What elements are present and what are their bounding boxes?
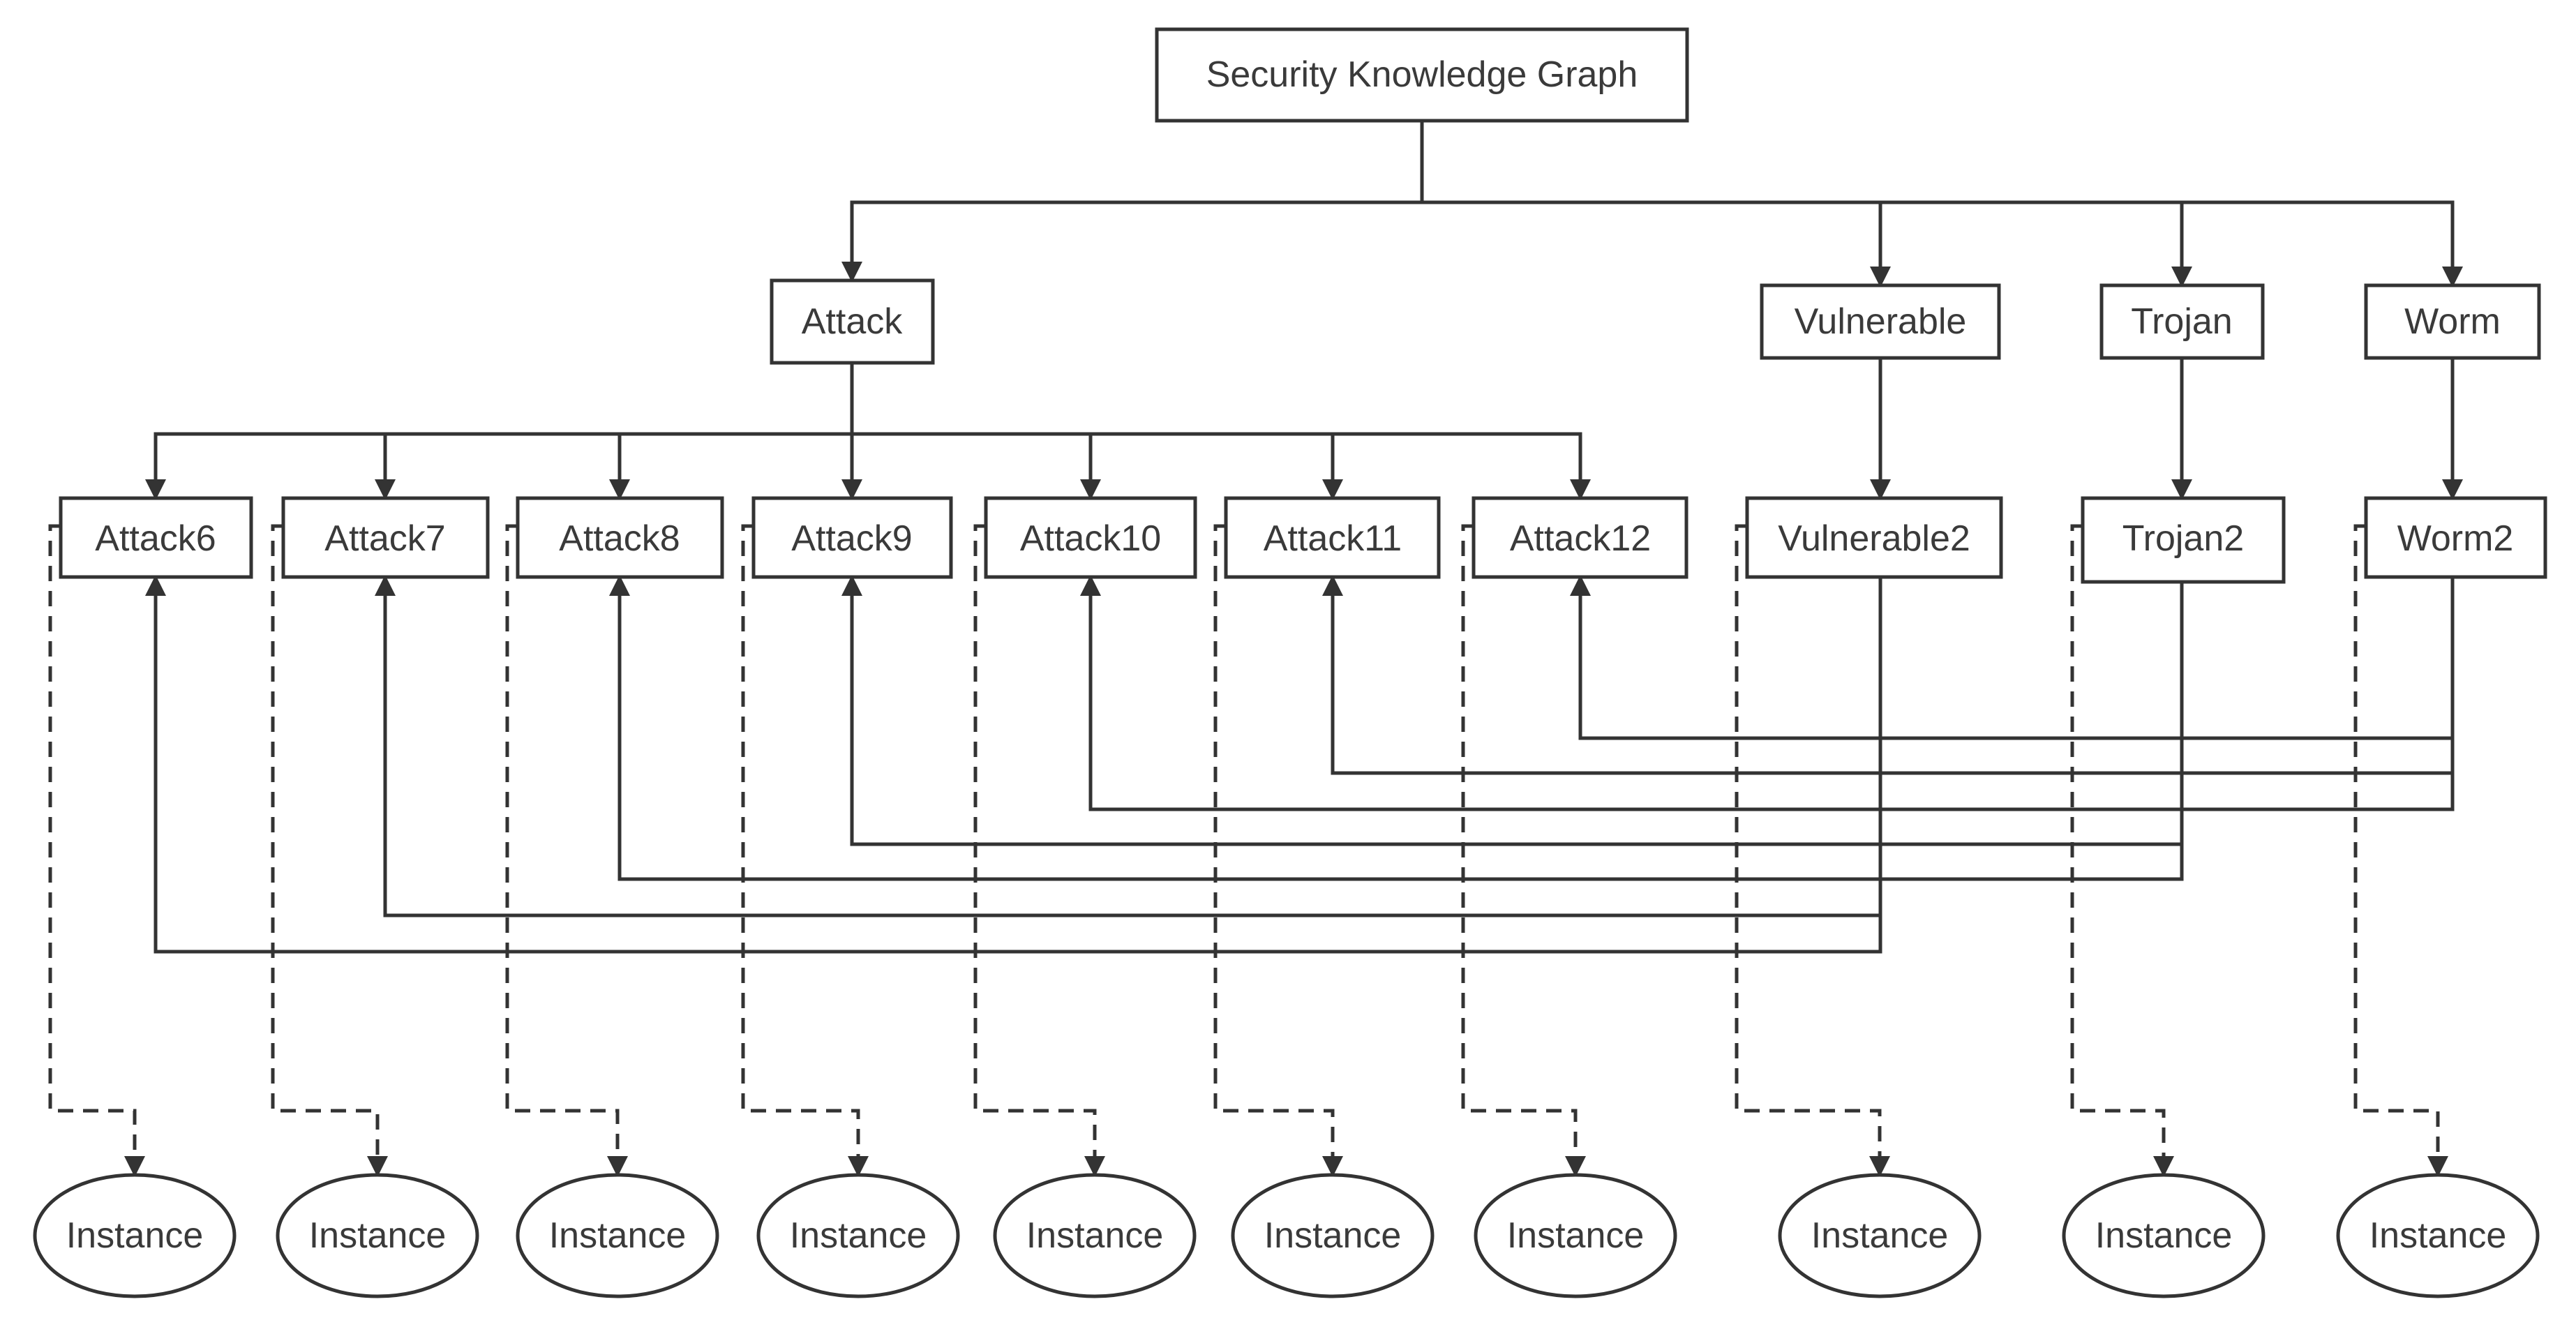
instance-node-label: Instance	[309, 1215, 447, 1256]
instance-edge-attack6	[48, 524, 145, 1177]
relation-edge-trojan2-to-attack9	[841, 575, 2184, 846]
subtype-node-label: Attack6	[95, 518, 216, 559]
instance-edges	[48, 524, 2448, 1177]
instance-edge-trojan2	[2070, 524, 2174, 1177]
instance-node-trojan2[interactable]: Instance	[2062, 1173, 2266, 1298]
category-node-label: Attack	[802, 301, 903, 342]
instance-node-label: Instance	[1507, 1215, 1645, 1256]
relation-edge-worm2-to-attack12	[1570, 575, 2455, 740]
hierarchy-edge-attack-to-attack8	[609, 363, 854, 500]
hierarchy-edge-attack-to-attack6	[145, 363, 854, 500]
subtype-node-label: Attack9	[791, 518, 912, 559]
subtype-node-attack7[interactable]: Attack7	[281, 496, 490, 579]
subtype-node-label: Attack8	[559, 518, 680, 559]
instance-node-label: Instance	[2095, 1215, 2233, 1256]
subtype-node-attack9[interactable]: Attack9	[751, 496, 953, 579]
instance-edge-attack7	[271, 524, 388, 1177]
hierarchy-edge-attack-to-attack10	[850, 363, 1101, 500]
subtype-node-attack8[interactable]: Attack8	[516, 496, 724, 579]
instance-node-vulnerable2[interactable]: Instance	[1778, 1173, 1982, 1298]
subtype-node-attack6[interactable]: Attack6	[59, 496, 253, 579]
instance-node-attack9[interactable]: Instance	[756, 1173, 960, 1298]
subtype-node-label: Attack7	[324, 518, 445, 559]
instance-node-label: Instance	[66, 1215, 204, 1256]
subtype-node-label: Vulnerable2	[1778, 518, 1970, 559]
instance-edge-attack9	[741, 524, 869, 1177]
instance-node-label: Instance	[790, 1215, 927, 1256]
relation-edge-vulnerable2-to-attack6	[145, 575, 1882, 954]
relation-edge-vulnerable2-to-attack7	[375, 575, 1882, 917]
category-node-label: Worm	[2404, 301, 2501, 342]
instance-node-attack10[interactable]: Instance	[993, 1173, 1197, 1298]
instance-edge-worm2	[2353, 524, 2448, 1177]
subtype-node-trojan2[interactable]: Trojan2	[2081, 496, 2286, 584]
subtype-node-attack11[interactable]: Attack11	[1224, 496, 1441, 579]
root-node-label: Security Knowledge Graph	[1206, 54, 1638, 95]
subtype-node-label: Attack10	[1020, 518, 1161, 559]
category-node-label: Vulnerable	[1795, 301, 1967, 342]
relation-edge-worm2-to-attack11	[1322, 575, 2455, 775]
instance-node-attack7[interactable]: Instance	[276, 1173, 479, 1298]
subtype-node-label: Worm2	[2397, 518, 2514, 559]
instance-node-label: Instance	[1026, 1215, 1164, 1256]
instance-node-label: Instance	[1811, 1215, 1949, 1256]
subtype-node-label: Attack12	[1510, 518, 1651, 559]
instance-node-attack6[interactable]: Instance	[33, 1173, 237, 1298]
instance-node-label: Instance	[1264, 1215, 1402, 1256]
instance-edge-attack11	[1213, 524, 1343, 1177]
subtype-node-label: Attack11	[1264, 518, 1402, 559]
instance-node-label: Instance	[549, 1215, 687, 1256]
category-node-trojan[interactable]: Trojan	[2099, 283, 2265, 360]
hierarchy-edge-title-to-attack	[841, 121, 1424, 283]
instance-edge-attack8	[505, 524, 628, 1177]
instance-edge-attack12	[1461, 524, 1586, 1177]
root-node[interactable]: Security Knowledge Graph	[1155, 27, 1689, 123]
instance-edge-vulnerable2	[1735, 524, 1890, 1177]
category-node-worm[interactable]: Worm	[2364, 283, 2541, 360]
hierarchy-edges	[145, 121, 2463, 500]
subtype-node-vulnerable2[interactable]: Vulnerable2	[1745, 496, 2003, 579]
instance-node-worm2[interactable]: Instance	[2336, 1173, 2540, 1298]
category-node-attack[interactable]: Attack	[770, 278, 935, 365]
subtype-node-label: Trojan2	[2122, 518, 2244, 559]
instance-node-attack8[interactable]: Instance	[516, 1173, 719, 1298]
category-node-label: Trojan	[2131, 301, 2232, 342]
instance-node-attack11[interactable]: Instance	[1231, 1173, 1435, 1298]
subtype-node-attack10[interactable]: Attack10	[984, 496, 1197, 579]
instance-node-label: Instance	[2369, 1215, 2507, 1256]
relation-edges	[145, 575, 2455, 954]
instance-node-attack12[interactable]: Instance	[1474, 1173, 1677, 1298]
subtype-node-worm2[interactable]: Worm2	[2364, 496, 2547, 579]
category-node-vulnerable[interactable]: Vulnerable	[1760, 283, 2001, 360]
subtype-node-attack12[interactable]: Attack12	[1472, 496, 1688, 579]
hierarchy-edge-title-to-worm	[1420, 121, 2463, 287]
hierarchy-edge-attack-to-attack12	[850, 363, 1591, 500]
relation-edge-trojan2-to-attack8	[609, 575, 2184, 881]
instance-edge-attack10	[973, 524, 1105, 1177]
